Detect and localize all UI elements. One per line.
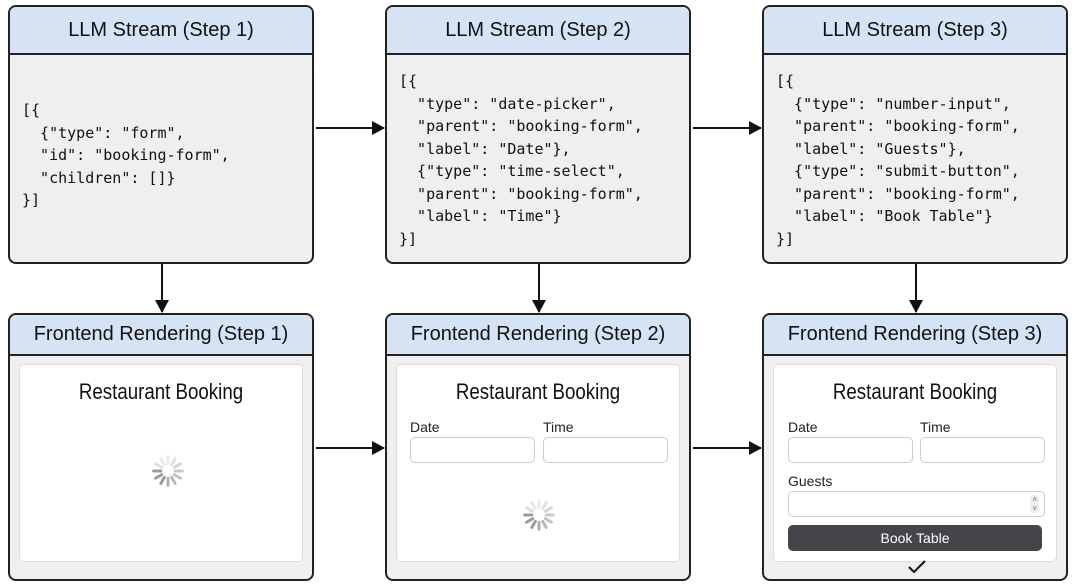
booking-form-card: Restaurant Booking [19,364,303,562]
guests-number-input[interactable]: ˄˅ [788,491,1045,517]
code-block: [{ "type": "date-picker", "parent": "boo… [399,72,643,248]
stepper-arrows-icon[interactable]: ˄˅ [1030,495,1039,513]
frontend-rendering-step-3: Frontend Rendering (Step 3) Restaurant B… [762,313,1068,581]
form-title: Restaurant Booking [832,379,998,404]
arrow-render-1-to-2 [316,441,385,455]
form-title: Restaurant Booking [455,379,621,404]
book-table-button[interactable]: Book Table [788,525,1042,551]
time-input[interactable] [543,437,668,463]
frontend-rendering-step-2: Frontend Rendering (Step 2) Restaurant B… [385,313,691,581]
arrow-stream-1-to-2 [316,121,385,135]
arrow-stream-2-to-3 [693,121,762,135]
guests-label: Guests [788,473,833,489]
time-label: Time [543,419,574,435]
llm-stream-step-2: LLM Stream (Step 2) [{ "type": "date-pic… [385,5,691,264]
form-title: Restaurant Booking [78,379,244,404]
arrow-render-2-to-3 [693,441,762,455]
box-header: Frontend Rendering (Step 2) [387,315,689,356]
date-input[interactable] [788,437,913,463]
code-block: [{ {"type": "form", "id": "booking-form"… [22,101,230,209]
date-label: Date [788,419,818,435]
box-header: LLM Stream (Step 1) [10,7,312,55]
frontend-rendering-step-1: Frontend Rendering (Step 1) Restaurant B… [8,313,314,581]
box-header: LLM Stream (Step 2) [387,7,689,55]
arrow-stream-3-to-render-3 [909,264,923,313]
box-header: Frontend Rendering (Step 3) [764,315,1066,356]
loading-spinner-icon [152,455,184,487]
arrow-stream-1-to-render-1 [155,264,169,313]
arrow-stream-2-to-render-2 [532,264,546,313]
booking-form-card: Restaurant Booking Date Time [396,364,680,562]
booking-form-card: Restaurant Booking Date Time Guests ˄˅ B… [773,364,1057,562]
box-header: Frontend Rendering (Step 1) [10,315,312,356]
box-header: LLM Stream (Step 3) [764,7,1066,55]
time-label: Time [920,419,951,435]
llm-stream-step-3: LLM Stream (Step 3) [{ {"type": "number-… [762,5,1068,264]
checkmark-icon [908,560,926,574]
loading-spinner-icon [523,499,555,531]
code-block: [{ {"type": "number-input", "parent": "b… [776,72,1020,248]
date-label: Date [410,419,440,435]
llm-stream-step-1: LLM Stream (Step 1) [{ {"type": "form", … [8,5,314,264]
date-input[interactable] [410,437,535,463]
time-input[interactable] [920,437,1045,463]
